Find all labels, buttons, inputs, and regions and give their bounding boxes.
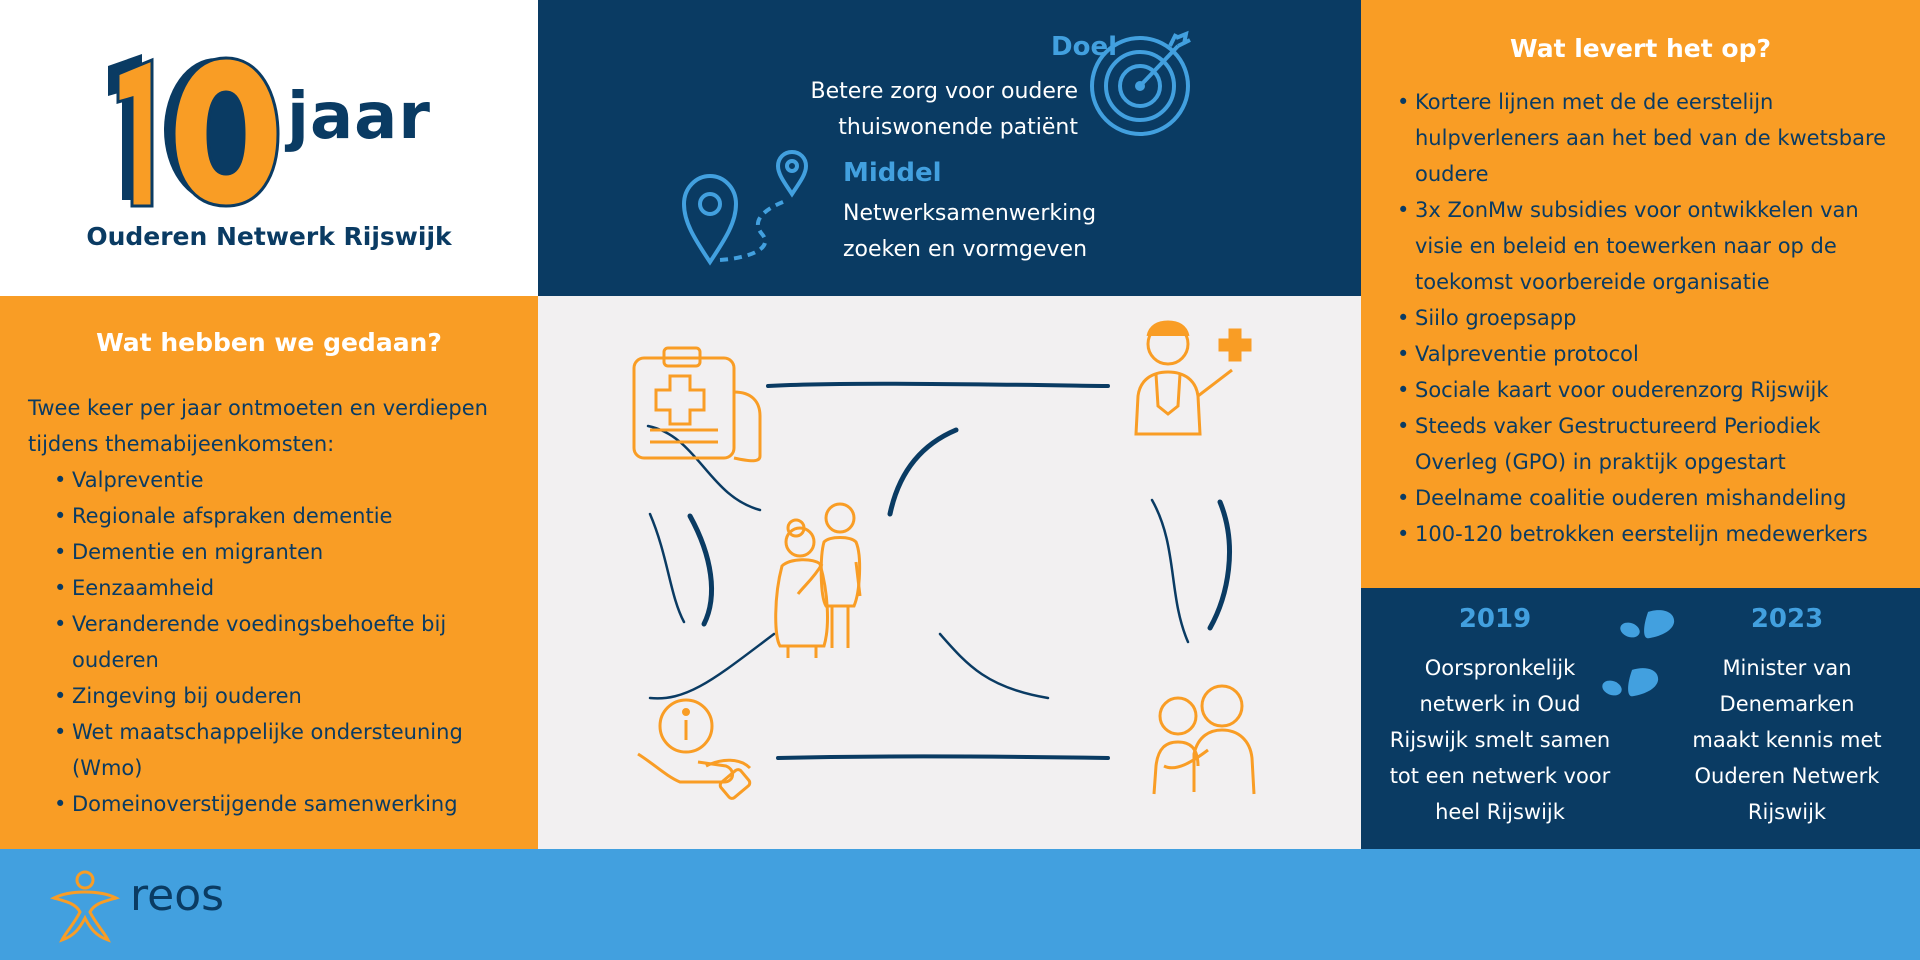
list-item: Domeinoverstijgende samenwerking (52, 786, 502, 822)
network-illustration (632, 320, 1256, 800)
result-title: Wat levert het op? (1510, 34, 1771, 63)
organisation-name: Ouderen Netwerk Rijswijk (86, 222, 452, 251)
connector-line (887, 427, 959, 517)
year-2023: 2023 (1750, 604, 1824, 634)
list-item: Siilo groepsapp (1395, 300, 1905, 336)
network-panel (538, 296, 1361, 849)
doel-label: Doel (1051, 32, 1117, 62)
middel-text: Netwerksamenwerking zoeken en vormgeven (843, 196, 1163, 268)
connector-line (766, 381, 1110, 388)
done-intro: Twee keer per jaar ontmoeten en verdiepe… (28, 396, 488, 456)
list-item: Regionale afspraken dementie (52, 498, 502, 534)
connector-line (648, 632, 776, 700)
connector-line (1150, 498, 1190, 644)
connector-line (648, 512, 686, 624)
footsteps-icon (1602, 610, 1675, 697)
list-item: Steeds vaker Gestructureerd Periodiek Ov… (1395, 408, 1905, 480)
result-list: Kortere lijnen met de de eerstelijn hulp… (1395, 84, 1905, 552)
route-pin-icon (681, 149, 809, 266)
event-line: Minister van (1722, 656, 1852, 680)
event-line: Denemarken (1719, 692, 1855, 716)
event-2023: Minister van Denemarken maakt kennis met… (1654, 650, 1920, 830)
event-line: Ouderen Netwerk (1694, 764, 1880, 788)
list-item: 100-120 betrokken eerstelijn medewerkers (1395, 516, 1905, 552)
goal-panel: Doel Betere zorg voor oudere thuiswonend… (538, 0, 1361, 296)
clipboard-medical-icon (632, 346, 762, 463)
nurse-icon (1134, 320, 1252, 436)
list-item: Sociale kaart voor ouderenzorg Rijswijk (1395, 372, 1905, 408)
middel-label: Middel (843, 158, 942, 188)
connector-line (776, 754, 1110, 760)
doel-line: thuiswonende patiënt (838, 115, 1078, 140)
event-line: Rijswijk smelt samen (1389, 728, 1611, 752)
list-item: 3x ZonMw subsidies voor ontwikkelen van … (1395, 192, 1905, 300)
list-item: Zingeving bij ouderen (52, 678, 502, 714)
information-hand-icon (637, 698, 752, 800)
list-item: Valpreventie (52, 462, 502, 498)
connector-line (1207, 499, 1232, 631)
connector-line (646, 424, 762, 512)
connector-line (938, 632, 1050, 700)
care-hug-icon (1152, 684, 1256, 795)
event-line: netwerk in Oud (1419, 692, 1581, 716)
ten-years-logo: 10 (96, 50, 280, 208)
ten-number: 10 (96, 50, 98, 51)
done-list: Valpreventie Regionale afspraken dementi… (52, 462, 502, 822)
list-item: Veranderende voedingsbehoefte bij oudere… (52, 606, 502, 678)
event-line: Rijswijk (1747, 800, 1827, 824)
event-line: tot een netwerk voor (1389, 764, 1611, 788)
logo-panel: 10 jaar Ouderen Netwerk Rijswijk (0, 0, 538, 296)
list-item: Dementie en migranten (52, 534, 502, 570)
brand-name: reos (130, 870, 225, 921)
list-item: Eenzaamheid (52, 570, 502, 606)
middel-line: zoeken en vormgeven (843, 237, 1088, 262)
doel-line: Betere zorg voor oudere (810, 79, 1078, 104)
doel-text: Betere zorg voor oudere thuiswonende pat… (758, 74, 1078, 146)
target-icon (1090, 30, 1191, 136)
jaar-label: jaar (287, 80, 431, 154)
middel-line: Netwerksamenwerking (843, 201, 1097, 226)
event-line: maakt kennis met (1692, 728, 1882, 752)
connector-line (687, 513, 715, 627)
list-item: Wet maatschappelijke ondersteuning (Wmo) (52, 714, 502, 786)
year-2019: 2019 (1458, 604, 1532, 634)
reos-figure-logo (50, 870, 120, 943)
event-line: Oorspronkelijk (1424, 656, 1576, 680)
list-item: Deelname coalitie ouderen mishandeling (1395, 480, 1905, 516)
event-line: heel Rijswijk (1435, 800, 1565, 824)
elderly-couple-icon (774, 502, 862, 658)
done-title: Wat hebben we gedaan? (96, 328, 442, 357)
timeline-panel (1361, 588, 1920, 849)
result-panel: Wat levert het op? Kortere lijnen met de… (1361, 0, 1920, 588)
event-2019: Oorspronkelijk netwerk in Oud Rijswijk s… (1361, 650, 1639, 830)
footer-bar (0, 849, 1920, 960)
list-item: Valpreventie protocol (1395, 336, 1905, 372)
list-item: Kortere lijnen met de de eerstelijn hulp… (1395, 84, 1905, 192)
